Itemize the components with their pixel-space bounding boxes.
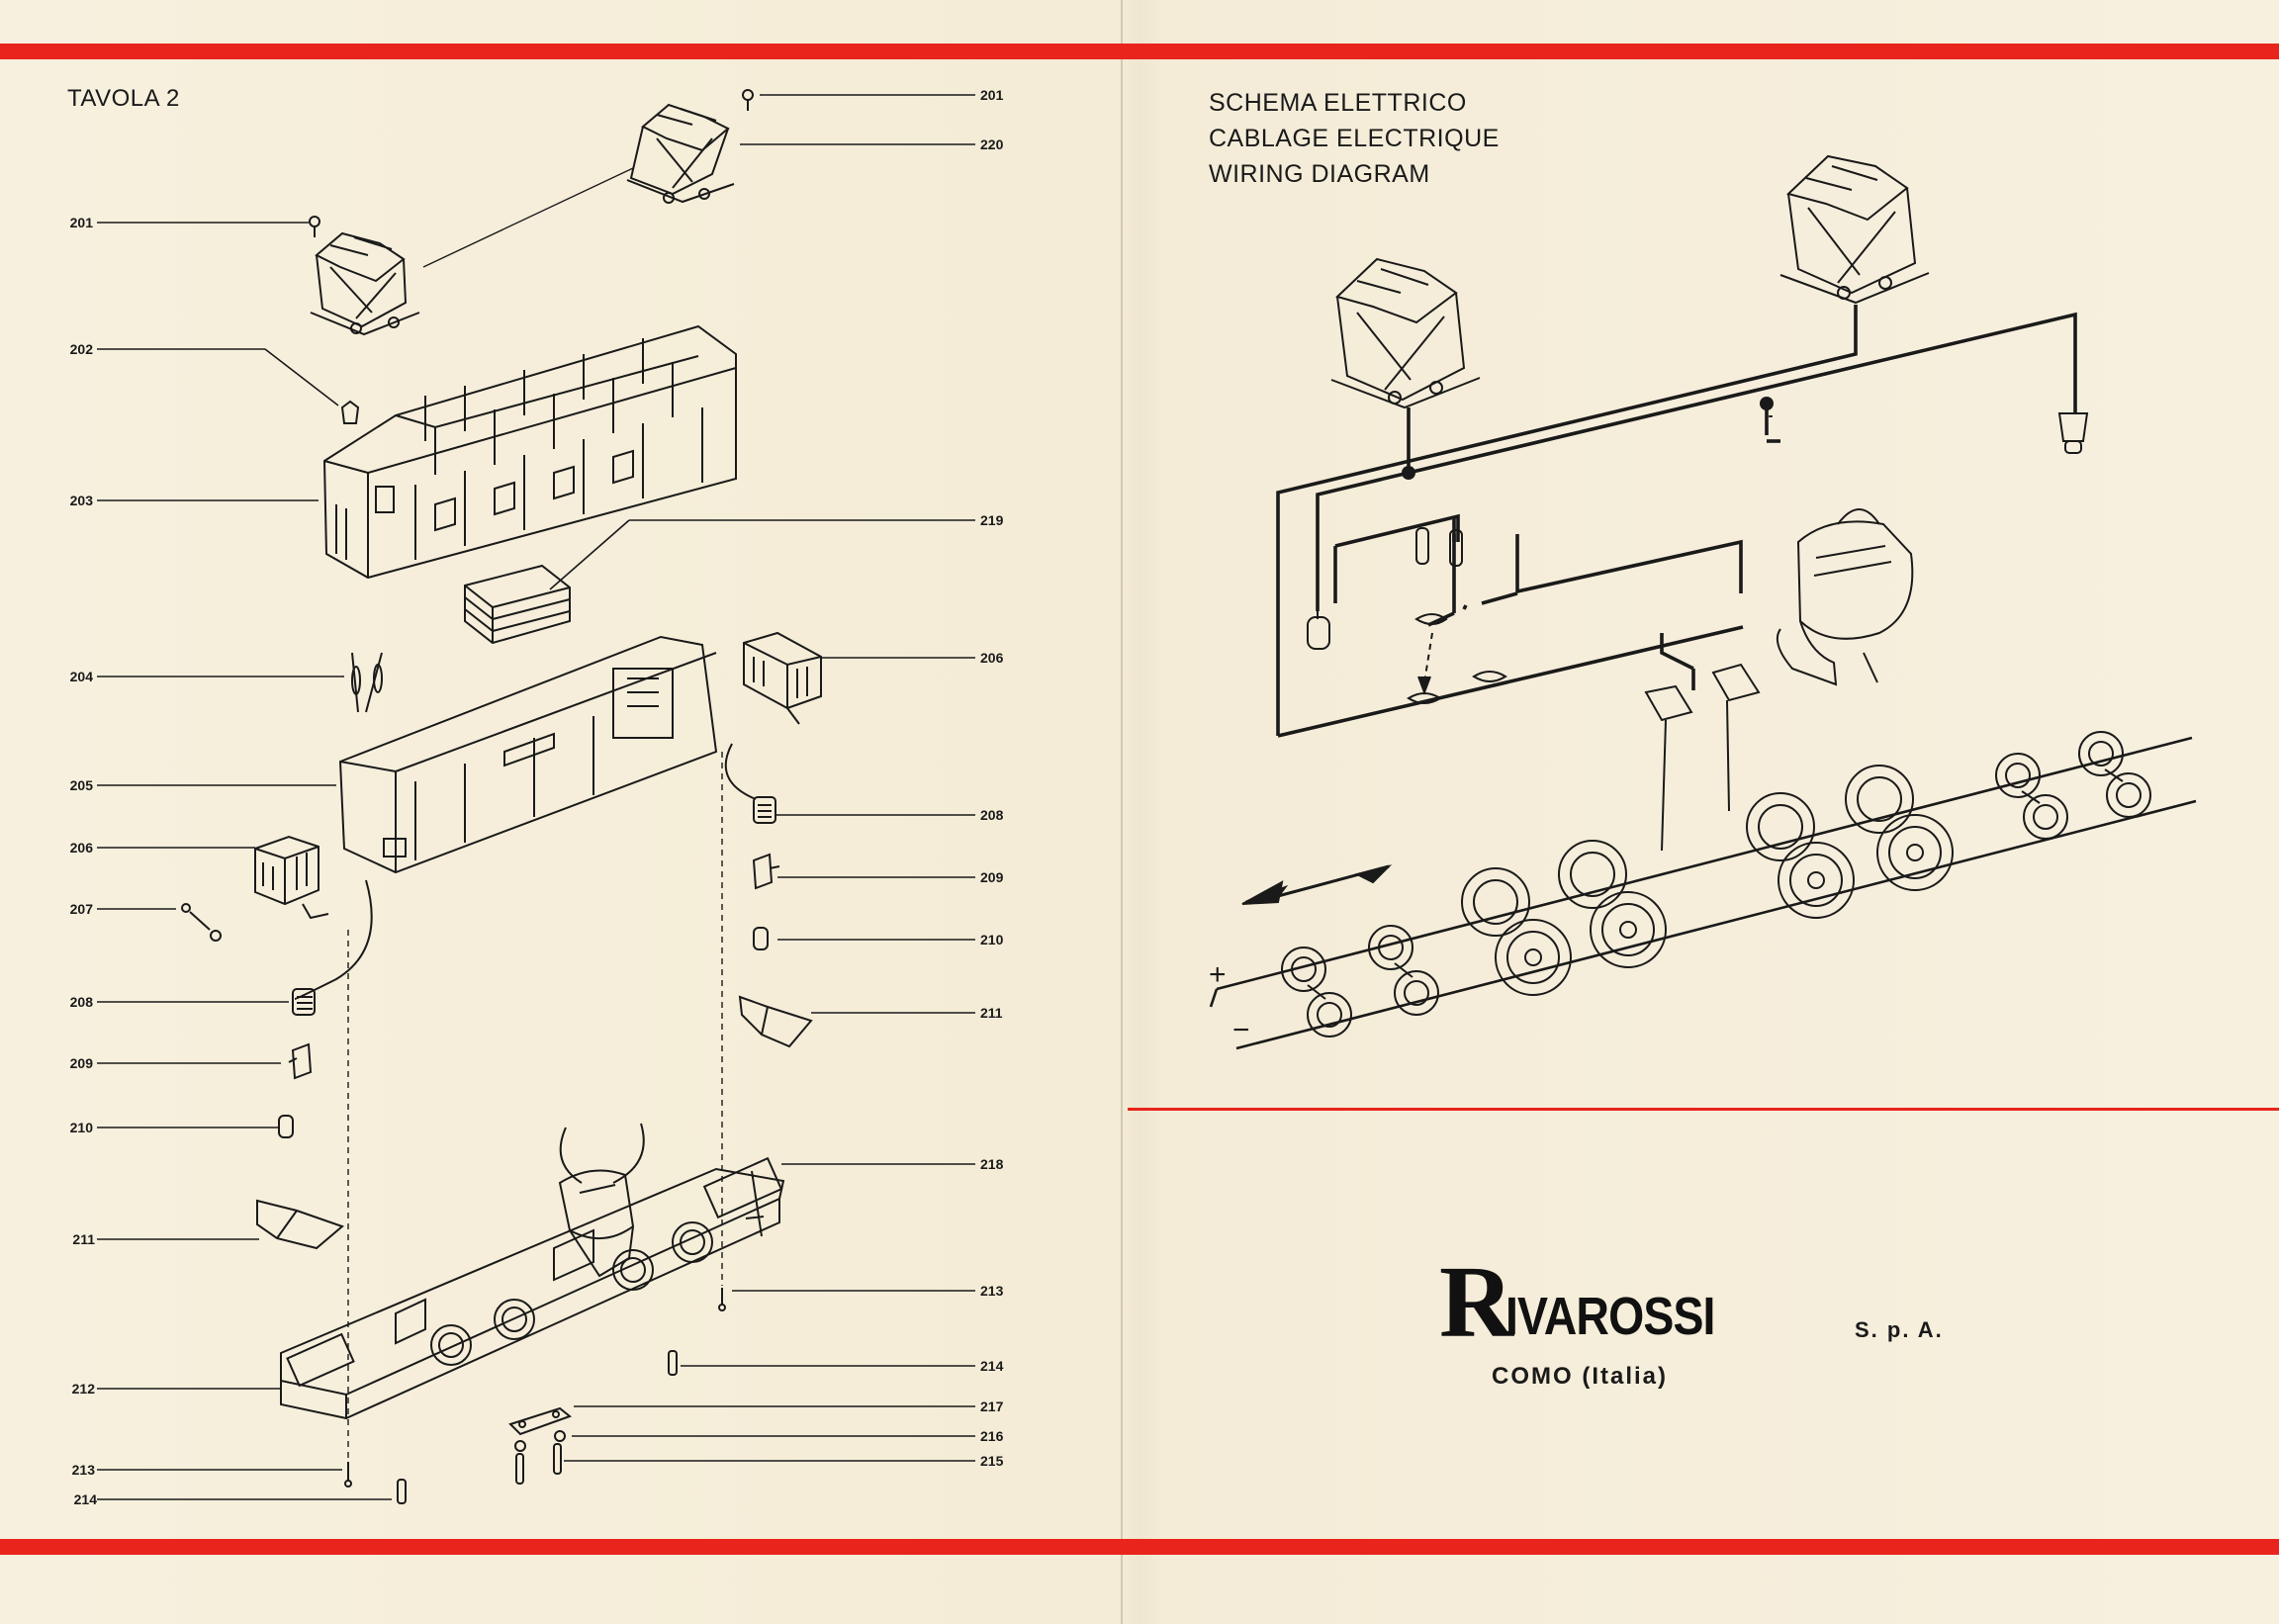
sheet-title: TAVOLA 2 <box>67 85 180 112</box>
polarity-plus: + <box>1209 958 1227 991</box>
screw-201-upper <box>742 89 754 111</box>
underframe-212 <box>280 1156 785 1420</box>
alignment-dashed-lines <box>347 752 723 1464</box>
screw-213-right <box>718 1288 726 1311</box>
brand-logo-initial: R <box>1439 1245 1513 1359</box>
contact-209-left <box>288 1042 313 1080</box>
leader-lines-left <box>97 222 392 1500</box>
part-label-right-214: 214 <box>980 1358 1004 1374</box>
part-label-right-216: 216 <box>980 1428 1004 1444</box>
wiring-circuit <box>1276 305 2077 738</box>
part-label-left-214: 214 <box>73 1491 97 1507</box>
wiring-lamp-left <box>1307 611 1330 650</box>
pantograph-220-lower <box>310 167 634 336</box>
part-label-left-204: 204 <box>69 669 93 684</box>
leader-lines-right <box>549 94 975 1462</box>
polarity-minus: − <box>1232 1014 1250 1046</box>
part-label-left-209: 209 <box>69 1055 93 1071</box>
part-label-right-206: 206 <box>980 650 1004 666</box>
part-label-left-208: 208 <box>69 994 93 1010</box>
part-label-left-211: 211 <box>72 1231 95 1247</box>
locomotive-body-203 <box>322 324 737 580</box>
part-label-right-219: 219 <box>980 512 1004 528</box>
wiring-motor <box>1777 508 1914 686</box>
part-label-right-201: 201 <box>980 87 1004 103</box>
wiring-junctions <box>1402 397 1774 480</box>
wiring-pickup-shoes <box>1644 663 1761 852</box>
lamp-wires-204 <box>351 652 383 713</box>
cab-interior-206-right <box>743 631 822 725</box>
part-label-left-205: 205 <box>69 777 93 793</box>
bottom-red-band <box>0 1539 2279 1555</box>
chassis-frame-205 <box>338 635 718 874</box>
part-label-right-213: 213 <box>980 1283 1004 1299</box>
wiring-resistors <box>1415 527 1463 567</box>
part-label-left-212: 212 <box>71 1381 95 1397</box>
part-label-left-213: 213 <box>71 1462 95 1478</box>
screw-214-right <box>668 1350 678 1376</box>
motor-218 <box>558 1123 645 1278</box>
pantograph-220-upper <box>626 103 735 204</box>
center-fold <box>1121 0 1123 1624</box>
brand-suffix: S. p. A. <box>1855 1317 1944 1342</box>
wiring-connector-terminals <box>1407 613 1507 704</box>
screw-201-lower <box>309 216 320 237</box>
bracket-217 <box>508 1406 573 1436</box>
plate-211-right <box>738 995 813 1048</box>
cab-interior-206-left <box>254 835 329 920</box>
screw-207 <box>181 903 222 942</box>
part-label-left-202: 202 <box>69 341 93 357</box>
wiring-wheelsets <box>1281 731 2151 1038</box>
part-label-right-211: 211 <box>980 1005 1003 1021</box>
part-label-right-210: 210 <box>980 932 1004 947</box>
part-label-right-209: 209 <box>980 869 1004 885</box>
screw-214-left <box>397 1479 407 1504</box>
plate-211-left <box>256 1199 344 1250</box>
wire-spring-208-left <box>292 879 373 1016</box>
wiring-pantograph-left <box>1330 257 1481 409</box>
part-label-right-215: 215 <box>980 1453 1004 1469</box>
part-label-left-210: 210 <box>69 1120 93 1135</box>
brand-city: COMO (Italia) <box>1492 1363 1669 1390</box>
wiring-pantograph-right <box>1779 154 1930 305</box>
wire-spring-208-right <box>724 743 776 824</box>
direction-arrow <box>1241 864 1393 905</box>
part-label-right-217: 217 <box>980 1398 1004 1414</box>
part-label-left-201: 201 <box>69 215 93 230</box>
part-label-right-220: 220 <box>980 136 1004 152</box>
wiring-diagram-titles: SCHEMA ELETTRICO CABLAGE ELECTRIQUE WIRI… <box>1209 85 1500 192</box>
part-label-left-203: 203 <box>69 493 93 508</box>
part-label-left-207: 207 <box>69 901 93 917</box>
right-panel-red-rule <box>1128 1108 2279 1111</box>
nut-216 <box>514 1430 566 1452</box>
brand-logo-name: IVAROSSI <box>1505 1287 1715 1346</box>
title-italian: SCHEMA ELETTRICO <box>1209 89 1467 117</box>
screw-213-left <box>344 1462 352 1488</box>
part-label-left-206: 206 <box>69 840 93 856</box>
contact-209-right <box>752 853 780 890</box>
brand-logo: R IVAROSSI <box>1439 1245 1749 1359</box>
part-label-right-218: 218 <box>980 1156 1004 1172</box>
insulator-202 <box>340 400 360 424</box>
title-french: CABLAGE ELECTRIQUE <box>1209 125 1500 152</box>
part-label-right-208: 208 <box>980 807 1004 823</box>
ballast-weight-219 <box>464 564 571 645</box>
wiring-lamp-right <box>2057 412 2089 454</box>
lamp-210-right <box>753 927 769 950</box>
screw-215 <box>515 1443 562 1485</box>
lamp-210-left <box>278 1115 294 1138</box>
wiring-rails <box>1209 736 2197 1050</box>
top-red-band <box>0 44 2279 59</box>
title-english: WIRING DIAGRAM <box>1209 160 1430 188</box>
